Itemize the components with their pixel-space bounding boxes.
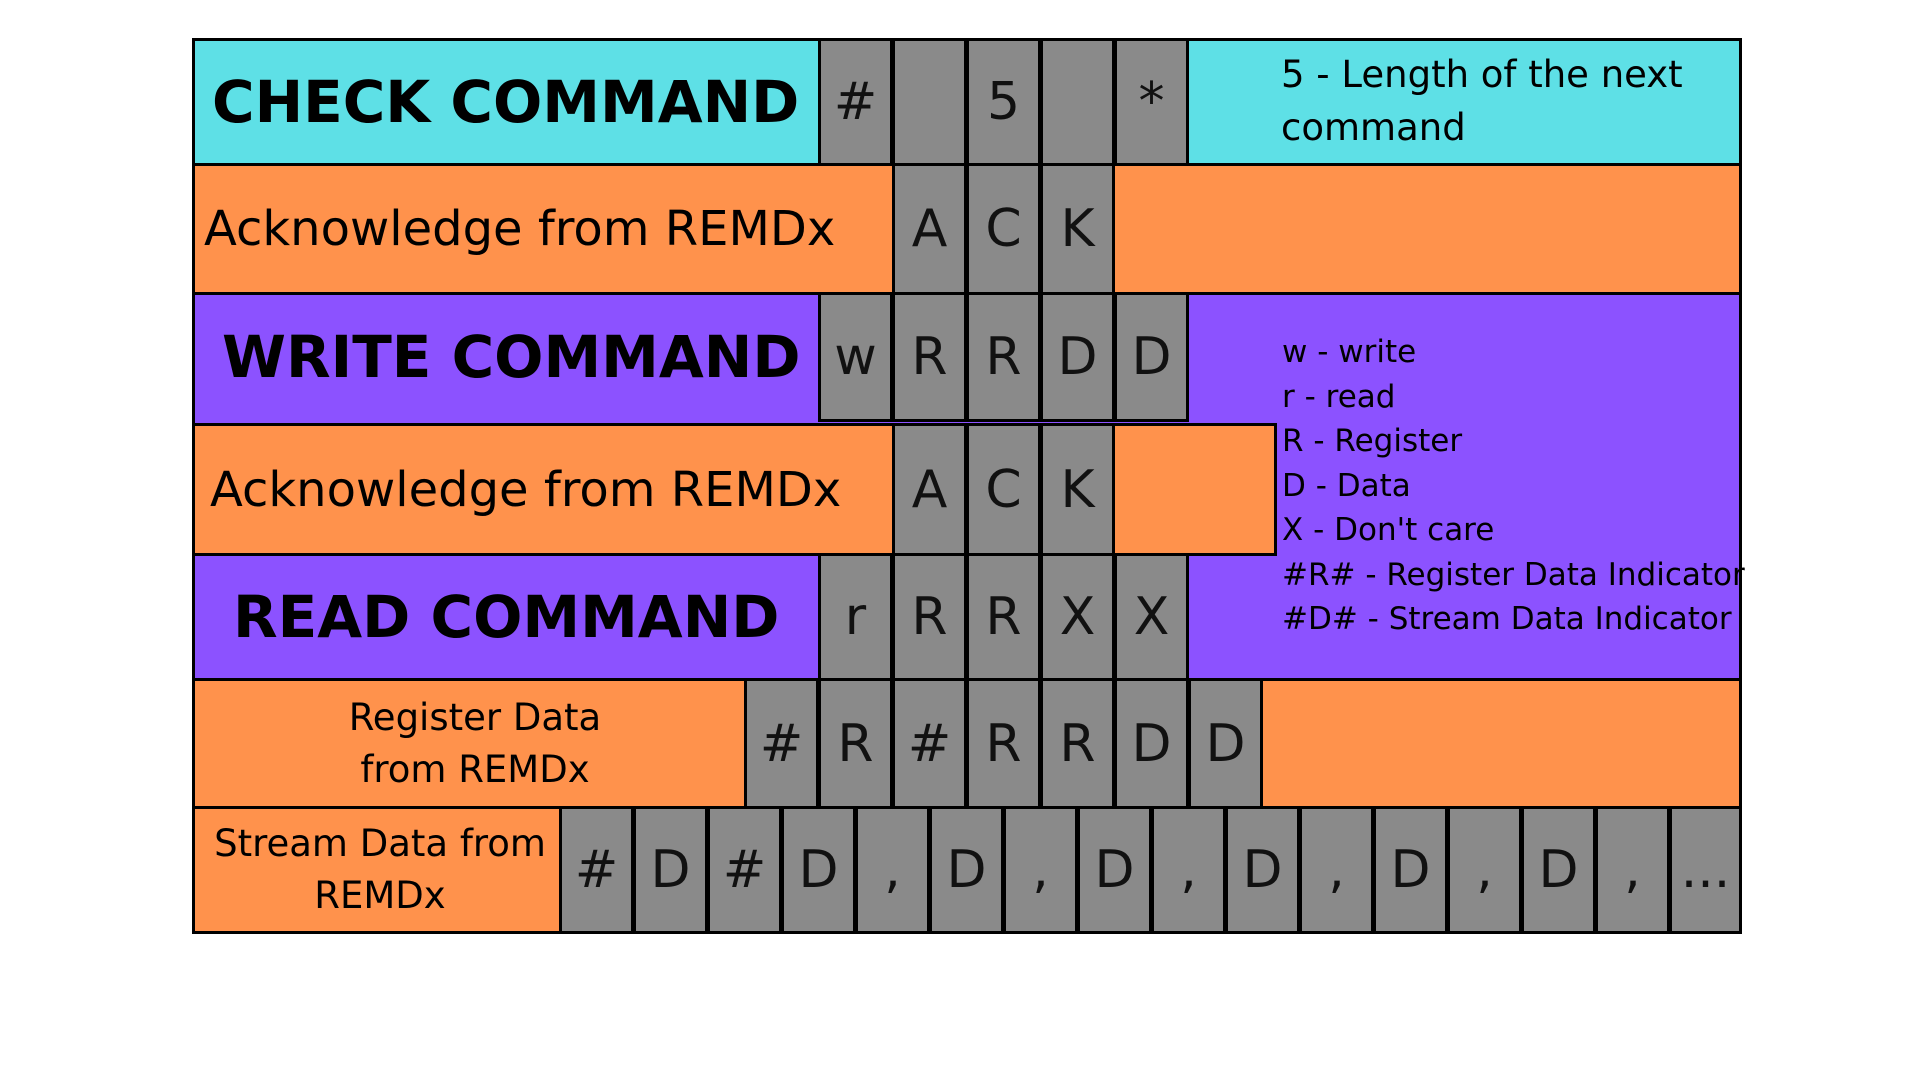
write-cell: R (966, 292, 1041, 422)
ack2-cell: C (966, 423, 1041, 556)
length-note: 5 - Length of the next command (1281, 48, 1721, 158)
check-cell: # (818, 38, 893, 166)
stream-cell: ... (1669, 806, 1742, 934)
read-cell: r (818, 553, 893, 681)
legend-line: X - Don't care (1282, 512, 1495, 548)
stream-cell: D (1077, 806, 1152, 934)
register-cell: R (1040, 678, 1115, 809)
read-cell: X (1040, 553, 1115, 681)
register-data-label: Register Data from REMDx (195, 678, 755, 809)
write-command-title: WRITE COMMAND (222, 323, 801, 391)
read-cell: R (892, 553, 967, 681)
legend-line: D - Data (1282, 467, 1411, 504)
stream-cell: D (1521, 806, 1596, 934)
register-data-label-line2: from REMDx (360, 747, 590, 791)
stream-cell: D (929, 806, 1004, 934)
check-command-title: CHECK COMMAND (212, 68, 800, 136)
stream-cell: , (1299, 806, 1374, 934)
write-cell: D (1114, 292, 1189, 422)
stream-data-label-line2: REMDx (314, 874, 446, 917)
check-cell: * (1114, 38, 1189, 166)
check-cell (1040, 38, 1115, 166)
register-cell: D (1188, 678, 1263, 809)
ack-label-1: Acknowledge from REMDx (204, 201, 836, 257)
legend-line: r - read (1282, 378, 1396, 415)
write-cell: R (892, 292, 967, 422)
register-data-label-line1: Register Data (348, 695, 602, 739)
stream-cell: , (1151, 806, 1226, 934)
stream-cell: D (633, 806, 708, 934)
ack2-cell: A (892, 423, 967, 556)
check-cell: 5 (966, 38, 1041, 166)
register-cell: # (892, 678, 967, 809)
register-cell: # (744, 678, 819, 809)
stream-data-label-line1: Stream Data from (214, 822, 546, 865)
read-cell: X (1114, 553, 1189, 681)
stream-cell: # (707, 806, 782, 934)
register-cell: R (966, 678, 1041, 809)
ack1-cell: K (1040, 163, 1115, 295)
stream-cell: , (1595, 806, 1670, 934)
stream-cell: , (1447, 806, 1522, 934)
check-cell (892, 38, 967, 166)
write-cell: w (818, 292, 893, 422)
legend-line: #R# - Register Data Indicator (1282, 556, 1745, 593)
write-cell: D (1040, 292, 1115, 422)
read-cell: R (966, 553, 1041, 681)
register-cell: D (1114, 678, 1189, 809)
register-cell: R (818, 678, 893, 809)
stream-cell: D (781, 806, 856, 934)
read-command-title: READ COMMAND (233, 583, 780, 651)
legend: w - write r - read R - Register D - Data… (1282, 330, 1745, 650)
legend-line: R - Register (1282, 423, 1463, 459)
stream-cell: D (1373, 806, 1448, 934)
legend-line: w - write (1282, 334, 1417, 370)
length-note-line2: command (1281, 106, 1466, 149)
stream-cell: , (855, 806, 930, 934)
ack2-cell: K (1040, 423, 1115, 556)
ack-label-2: Acknowledge from REMDx (210, 461, 842, 518)
ack1-cell: A (892, 163, 967, 295)
legend-line: #D# - Stream Data Indicator (1282, 601, 1732, 637)
stream-cell: D (1225, 806, 1300, 934)
stream-cell: , (1003, 806, 1078, 934)
ack1-cell: C (966, 163, 1041, 295)
stream-cell: # (559, 806, 634, 934)
length-note-line1: 5 - Length of the next (1281, 53, 1683, 96)
